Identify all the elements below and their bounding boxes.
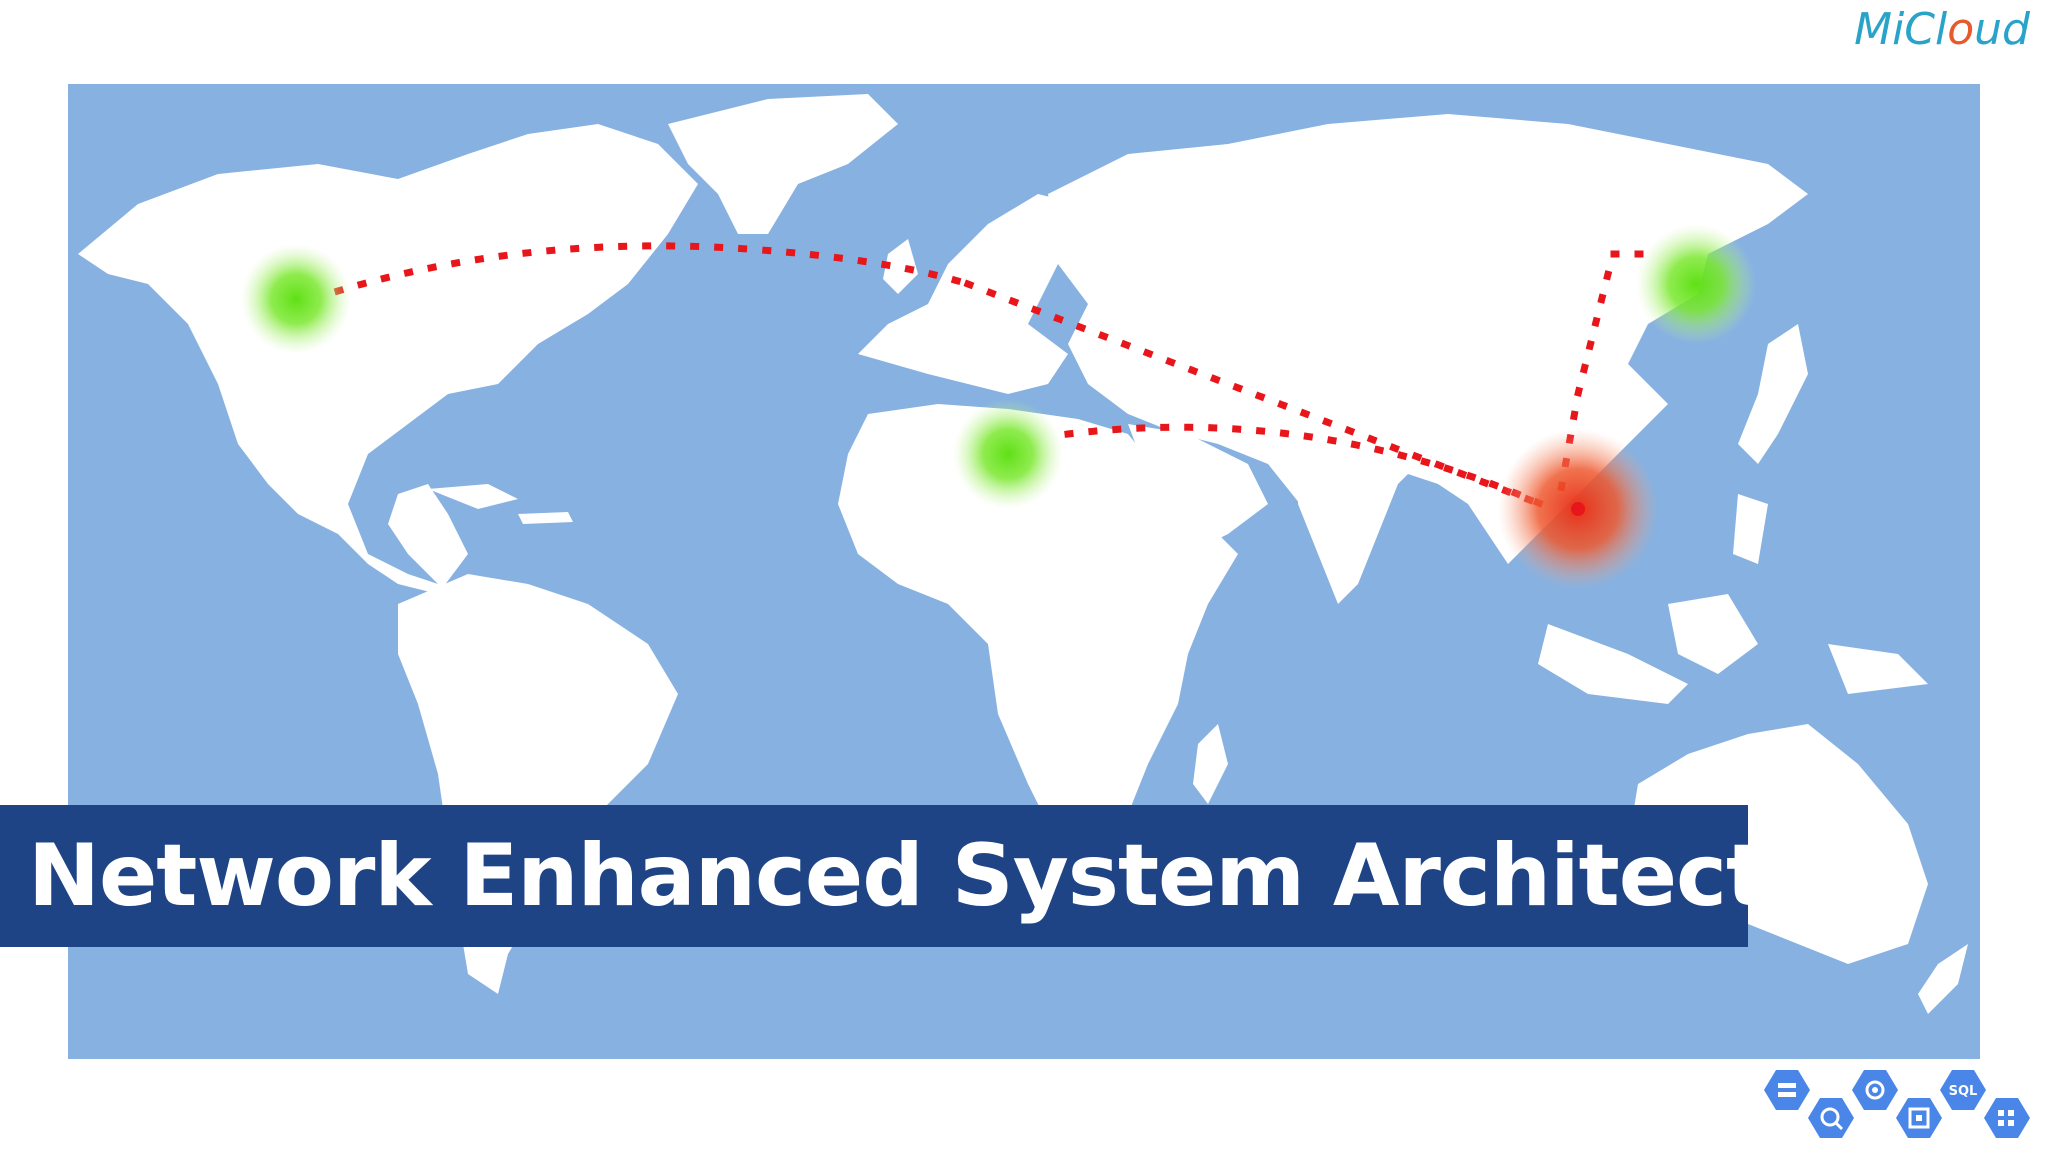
search-icon — [1808, 1098, 1854, 1138]
logo-text-prefix: MiCl — [1854, 4, 1948, 55]
southeast-asia-hub-core — [1571, 502, 1585, 516]
caribbean-islands — [428, 484, 573, 524]
world-map-svg — [78, 94, 1968, 1014]
apps-icon — [1984, 1098, 2030, 1138]
north-america-landmass — [78, 124, 698, 594]
north-africa-node — [953, 399, 1063, 509]
north-america-node — [241, 244, 351, 354]
service-icons: SQL — [1764, 1070, 2030, 1138]
connection-africa-hub — [1064, 423, 1553, 512]
page-title: Network Enhanced System Architecture — [28, 826, 1926, 926]
southeast-asia-islands — [1538, 494, 1928, 704]
greenland-landmass — [668, 94, 898, 234]
title-banner: Network Enhanced System Architecture — [0, 805, 1926, 947]
africa-landmass — [838, 404, 1238, 844]
sql-icon: SQL — [1940, 1070, 1986, 1110]
connection-europe-hub — [963, 279, 1553, 512]
new-zealand-landmass — [1918, 944, 1968, 1014]
british-isles — [883, 239, 918, 294]
europe-landmass — [858, 194, 1078, 394]
logo-text-accent: o — [1947, 4, 1975, 55]
chip-icon — [1896, 1098, 1942, 1138]
east-asia-node — [1636, 224, 1756, 344]
madagascar-landmass — [1193, 724, 1228, 804]
japan-landmass — [1738, 324, 1808, 464]
indian-subcontinent — [1298, 464, 1398, 604]
sql-icon-label: SQL — [1949, 1084, 1978, 1099]
micloud-logo: MiCloud — [1854, 4, 2030, 60]
storage-icon — [1764, 1070, 1810, 1110]
connection-eastasia-hub — [1553, 250, 1644, 512]
logo-text-suffix: ud — [1974, 4, 2030, 55]
settings-icon — [1852, 1070, 1898, 1110]
network-nodes — [241, 224, 1756, 589]
network-connections — [333, 242, 1644, 512]
arabian-peninsula — [1128, 424, 1268, 554]
